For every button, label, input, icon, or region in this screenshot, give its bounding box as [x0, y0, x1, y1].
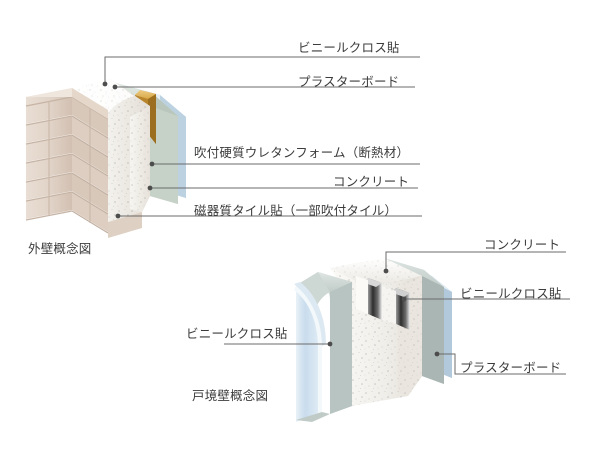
caption-outer-wall: 外壁概念図 [28, 242, 92, 256]
label-vinyl-cloth-top: ビニールクロス貼 [298, 41, 400, 55]
party-wall-leaders [224, 251, 570, 375]
party-wall-illustration [294, 258, 452, 422]
tile-rows [25, 96, 73, 221]
layer-ceramic-tile [25, 88, 109, 234]
concrete-cutaway [356, 276, 396, 324]
party-wall-leader-dots [327, 268, 440, 357]
label-vinyl-cloth-left: ビニールクロス貼 [186, 327, 288, 341]
label-plasterboard-right: プラスターボード [460, 361, 562, 375]
label-concrete-outer: コンクリート [333, 175, 410, 189]
label-plasterboard-top: プラスターボード [298, 75, 400, 89]
layer-vinyl-cloth-left [294, 282, 326, 422]
outer-wall-leaders [104, 56, 422, 217]
outer-wall-leader-dots [102, 81, 155, 219]
tile-rows-right [71, 96, 109, 234]
label-concrete-party: コンクリート [484, 238, 561, 252]
label-vinyl-cloth-right: ビニールクロス貼 [460, 287, 562, 301]
outer-wall-illustration [25, 79, 186, 238]
label-urethane-foam: 吹付硬質ウレタンフォーム（断熱材） [194, 146, 410, 160]
label-ceramic-tile: 磁器質タイル貼（一部吹付タイル） [194, 204, 398, 218]
caption-party-wall: 戸境壁概念図 [192, 389, 269, 403]
